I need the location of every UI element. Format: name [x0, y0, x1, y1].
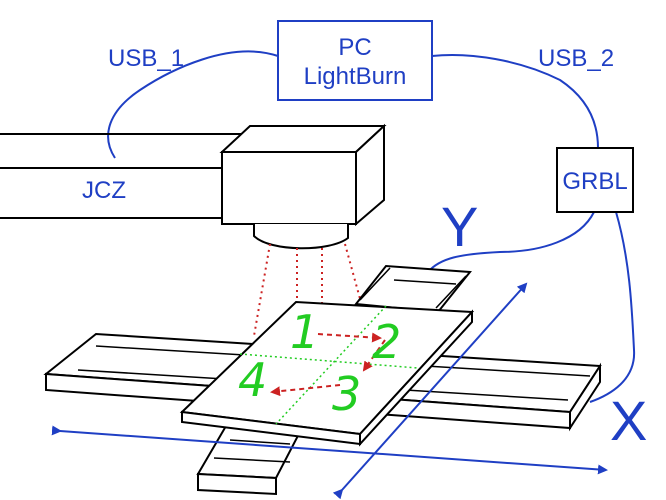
lightburn-label: LightBurn: [304, 63, 407, 90]
x-axis-label: X: [610, 389, 647, 452]
laser-arm: [0, 133, 250, 219]
usb1-label: USB_1: [108, 45, 184, 72]
y-rail-back: [354, 264, 472, 314]
y-axis-arrow: [332, 282, 528, 500]
grbl-box: GRBL: [556, 147, 634, 213]
laser-head: [219, 123, 387, 250]
quadrant-1: 1: [290, 305, 319, 359]
quadrant-4: 4: [238, 353, 267, 407]
grbl-y-cable: [427, 211, 595, 273]
pc-label: PC: [338, 34, 371, 61]
laser-beams: [253, 243, 363, 352]
grbl-label: GRBL: [562, 168, 627, 195]
usb2-cable: [431, 54, 599, 149]
pc-box: PC LightBurn: [277, 20, 433, 101]
quadrant-3: 3: [332, 367, 361, 421]
quadrant-2: 2: [372, 315, 401, 369]
grbl-x-cable: [589, 211, 636, 403]
y-axis-label: Y: [441, 195, 478, 258]
usb2-label: USB_2: [538, 45, 614, 72]
jcz-label: JCZ: [82, 177, 126, 204]
y-rail-front: [196, 424, 304, 496]
